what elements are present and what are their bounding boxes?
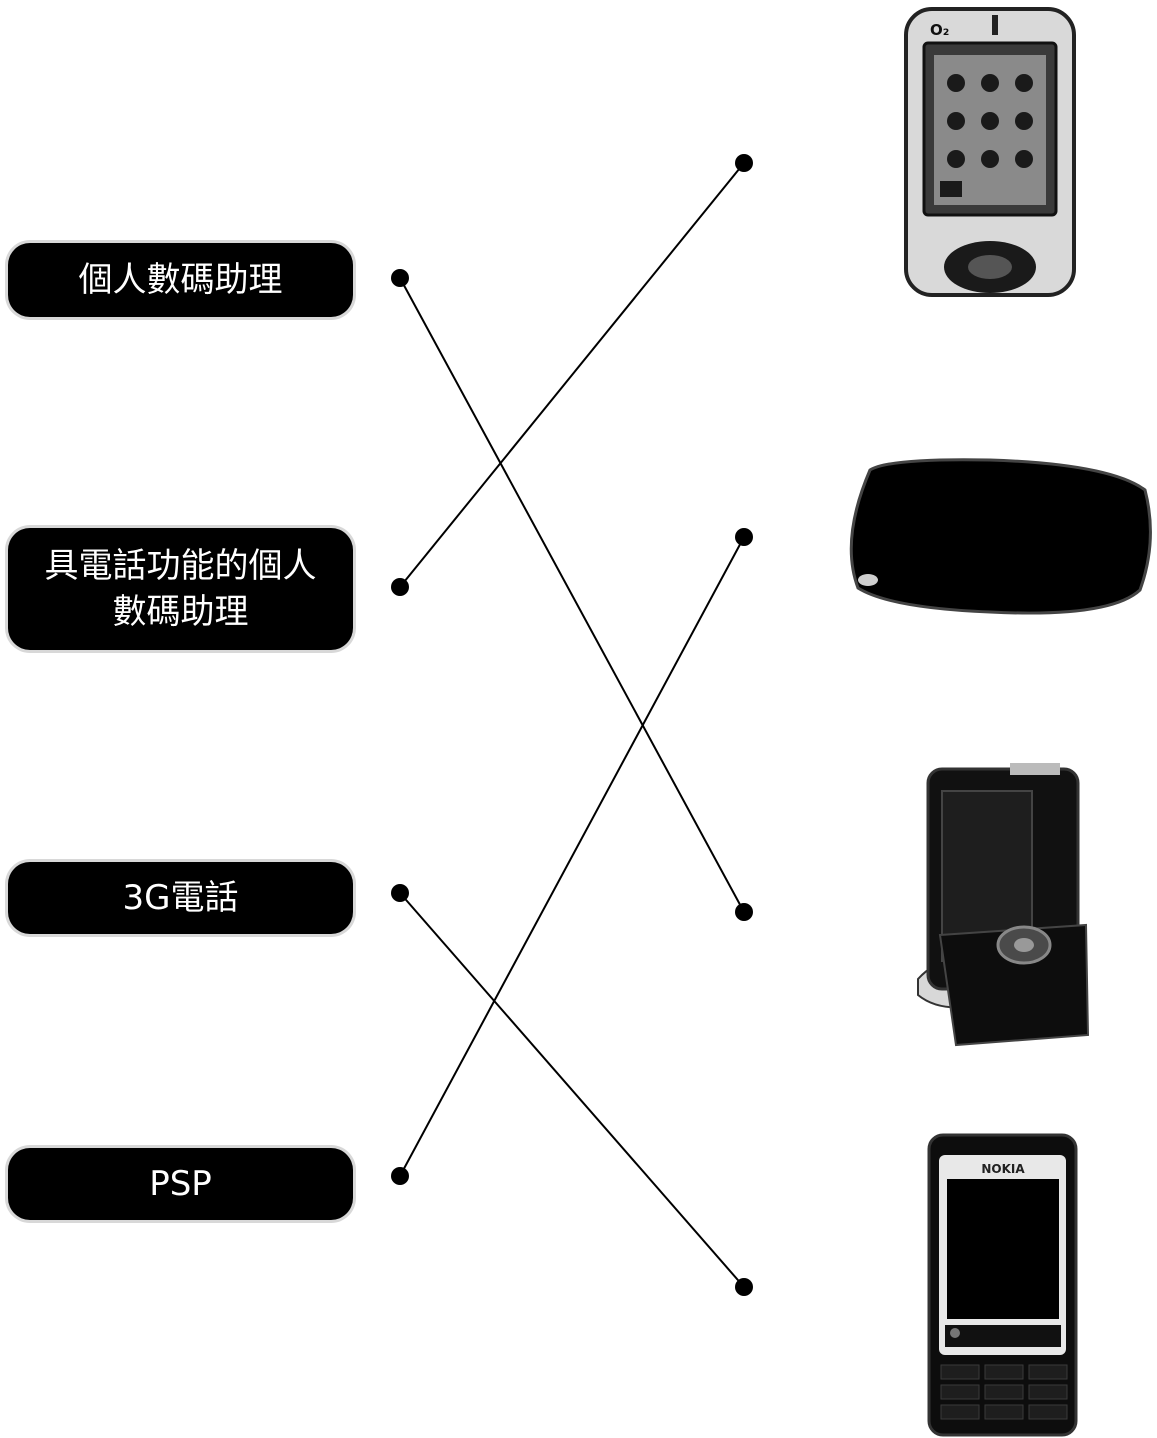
pda-image (917, 763, 1090, 1047)
right-dot-pda[interactable] (735, 903, 753, 921)
connection-line-pda (399, 277, 745, 913)
left-dot-3g-phone[interactable] (391, 884, 409, 902)
3g-phone-logo: NOKIA (981, 1162, 1025, 1176)
left-dot-pda[interactable] (391, 269, 409, 287)
label-pda-text: 個人數碼助理 (78, 260, 283, 300)
right-dot-psp[interactable] (735, 528, 753, 546)
right-dot-pda-phone[interactable] (735, 154, 753, 172)
label-psp[interactable]: PSP (8, 1148, 353, 1220)
label-pda-phone[interactable]: 具電話功能的個人 數碼助理 (8, 528, 353, 650)
connection-line-psp (399, 536, 745, 1177)
connection-line-3g-phone (399, 892, 745, 1288)
3g-phone-image: NOKIA (927, 1133, 1078, 1437)
psp-image (849, 458, 1152, 615)
label-psp-text: PSP (149, 1164, 212, 1204)
label-3g-phone-text: 3G電話 (122, 878, 239, 918)
right-dot-3g-phone[interactable] (735, 1278, 753, 1296)
left-dot-pda-phone[interactable] (391, 578, 409, 596)
pda-phone-image: O₂ (904, 7, 1076, 297)
label-3g-phone[interactable]: 3G電話 (8, 862, 353, 934)
left-dot-psp[interactable] (391, 1167, 409, 1185)
label-pda-phone-text: 具電話功能的個人 數碼助理 (44, 546, 317, 632)
label-pda[interactable]: 個人數碼助理 (8, 243, 353, 317)
pda-phone-logo: O₂ (930, 21, 949, 39)
connection-line-pda-phone (399, 162, 745, 588)
